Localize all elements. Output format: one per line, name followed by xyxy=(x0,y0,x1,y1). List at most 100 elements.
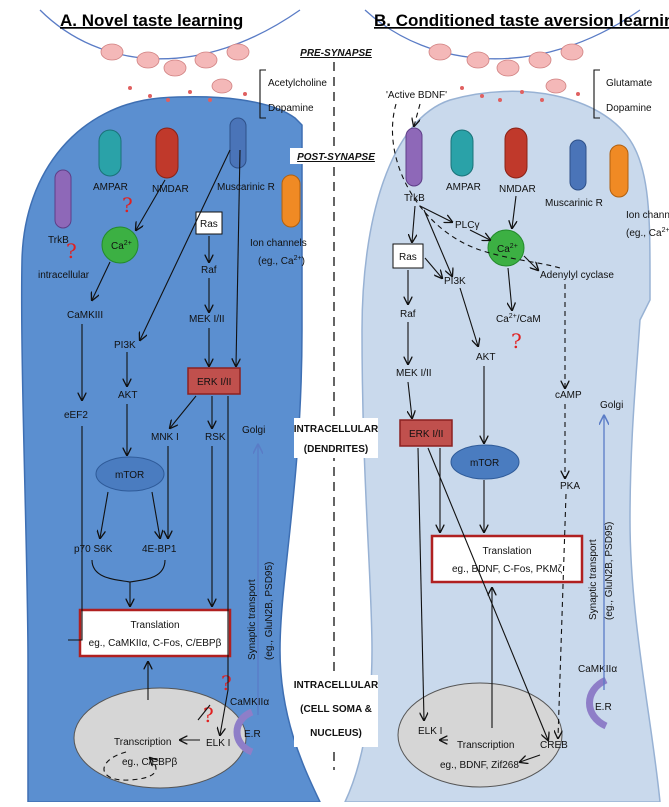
b-arrow-trkb-pi3k xyxy=(423,209,452,276)
a-nmdar-label: NMDAR xyxy=(152,184,189,195)
b-synaptic-1: Synaptic transport xyxy=(588,539,599,620)
b-raf: Raf xyxy=(400,309,416,320)
a-dashed-loop xyxy=(103,751,156,781)
b-question-cacam: ? xyxy=(511,329,522,353)
neuron-b-body xyxy=(343,90,661,803)
b-translation-body: eg., BDNF, C-Fos, PKMζ xyxy=(452,564,563,575)
a-ion-channels-2: (eg., Ca2+) xyxy=(258,255,305,267)
a-ras: Ras xyxy=(200,219,218,230)
b-translation-box xyxy=(430,534,584,584)
a-p70: p70 S6K xyxy=(74,544,113,555)
a-question-rsk: ? xyxy=(221,671,232,695)
b-erk-box xyxy=(399,419,453,447)
b-trkb-receptor xyxy=(405,127,423,187)
b-mek: MEK I/II xyxy=(396,368,432,379)
b-ion-channels-1: Ion channels xyxy=(626,210,669,221)
stage-bg-1 xyxy=(294,44,378,60)
a-question-nucleus: ? xyxy=(203,703,214,727)
stage-bg-4 xyxy=(294,675,378,747)
b-camp: cAMP xyxy=(555,390,582,401)
b-calcium xyxy=(487,229,525,267)
b-transcription: Transcription xyxy=(457,740,514,751)
a-trkb-receptor xyxy=(54,169,72,229)
a-camkiia: CaMKIIα xyxy=(230,697,269,708)
a-er-shape xyxy=(233,708,254,756)
a-trkb-label: TrkB xyxy=(48,235,69,246)
b-adenylyl: Adenylyl cyclase xyxy=(540,270,614,281)
a-arrow-muscarinic-pi3k xyxy=(140,149,231,340)
b-ion-channels-2: (eg., Ca2+) xyxy=(626,227,669,239)
a-acetylcholine: Acetylcholine xyxy=(268,78,327,89)
a-erk: ERK I/II xyxy=(197,377,231,388)
a-ampar-label: AMPAR xyxy=(93,182,128,193)
vesicle-dots-b xyxy=(460,86,580,102)
b-arrow-ras-pi3k xyxy=(424,257,442,278)
stage-intracellular-d1: INTRACELLULAR xyxy=(294,424,379,435)
b-golgi: Golgi xyxy=(600,400,623,411)
presynapse-b xyxy=(364,9,641,60)
b-ras: Ras xyxy=(399,252,417,263)
b-arrow-erk-elk xyxy=(417,447,424,720)
a-mnk: MNK I xyxy=(151,432,179,443)
b-arrow-nmdar-ca xyxy=(512,195,516,228)
a-mtor xyxy=(95,456,165,492)
b-ion-channel xyxy=(609,144,629,198)
a-er: E.R xyxy=(244,729,261,740)
a-akt: AKT xyxy=(118,390,137,401)
b-mtor xyxy=(450,444,520,480)
b-nmdar-receptor xyxy=(504,127,528,179)
stage-bg-3 xyxy=(294,418,378,458)
b-arrow-ca-adenylyl xyxy=(523,255,538,270)
b-arrow-plcy-ca xyxy=(469,229,490,240)
b-transcription-eg: eg., BDNF, Zif268 xyxy=(440,760,519,771)
a-ion-channel xyxy=(281,174,301,228)
a-line-question xyxy=(197,704,211,721)
a-ion-channels-1: Ion channels xyxy=(250,238,307,249)
stage-intracellular-s3: NUCLEUS) xyxy=(310,728,362,739)
panel-a-title: A. Novel taste learning xyxy=(60,11,243,30)
a-arrow-ca-camkiii xyxy=(92,261,111,300)
a-arrow-muscarinic-erk xyxy=(236,149,241,366)
b-erk: ERK I/II xyxy=(409,429,443,440)
b-muscarinic-label: Muscarinic R xyxy=(545,198,603,209)
stage-bg-2 xyxy=(290,148,382,164)
b-arrow-creb-transcription xyxy=(520,754,541,762)
b-dopamine: Dopamine xyxy=(606,103,652,114)
a-arrow-erk-mnk xyxy=(170,395,197,428)
stage-intracellular-s1: INTRACELLULAR xyxy=(294,680,379,691)
b-pi3k: PI3K xyxy=(444,276,466,287)
b-arrow-pka-creb xyxy=(558,493,567,738)
stage-intracellular-s2: (CELL SOMA & xyxy=(300,704,372,715)
b-muscarinic-receptor xyxy=(569,139,587,191)
a-mek: MEK I/II xyxy=(189,314,225,325)
b-arrow-bdnf-trkb xyxy=(414,103,421,126)
a-erk-box xyxy=(187,367,241,395)
b-ampar-label: AMPAR xyxy=(446,182,481,193)
a-arrow-erk-elk xyxy=(220,396,229,735)
a-line-eef2-translation xyxy=(68,426,83,641)
a-muscarinic-label: Muscarinic R xyxy=(217,182,275,193)
a-arrow-mtor-p70 xyxy=(100,491,109,538)
vesicles-b xyxy=(428,43,584,94)
a-ampar-receptor xyxy=(98,129,122,177)
b-arrow-trkb-plcy xyxy=(419,205,452,222)
b-arrow-ca-cacam xyxy=(508,267,512,310)
a-eef2: eEF2 xyxy=(64,410,88,421)
b-arrow-pi3k-akt xyxy=(459,287,478,346)
stage-pre-synapse: PRE-SYNAPSE xyxy=(300,48,372,59)
stage-post-synapse: POST-SYNAPSE xyxy=(297,152,375,163)
a-mtor-label: mTOR xyxy=(115,470,144,481)
a-transcription: Transcription xyxy=(114,737,171,748)
b-ras-box xyxy=(392,243,424,269)
a-muscarinic-receptor xyxy=(229,117,247,169)
b-camkiia: CaMKIIα xyxy=(578,664,617,675)
a-synaptic-1: Synaptic transport xyxy=(247,579,258,660)
a-raf: Raf xyxy=(201,265,217,276)
b-akt: AKT xyxy=(476,352,495,363)
b-creb: CREB xyxy=(540,740,568,751)
bracket-b xyxy=(593,69,600,119)
a-synaptic-2: (eg., GluN2B, PSD95) xyxy=(264,562,275,660)
b-plcy: PLCγ xyxy=(455,220,479,231)
